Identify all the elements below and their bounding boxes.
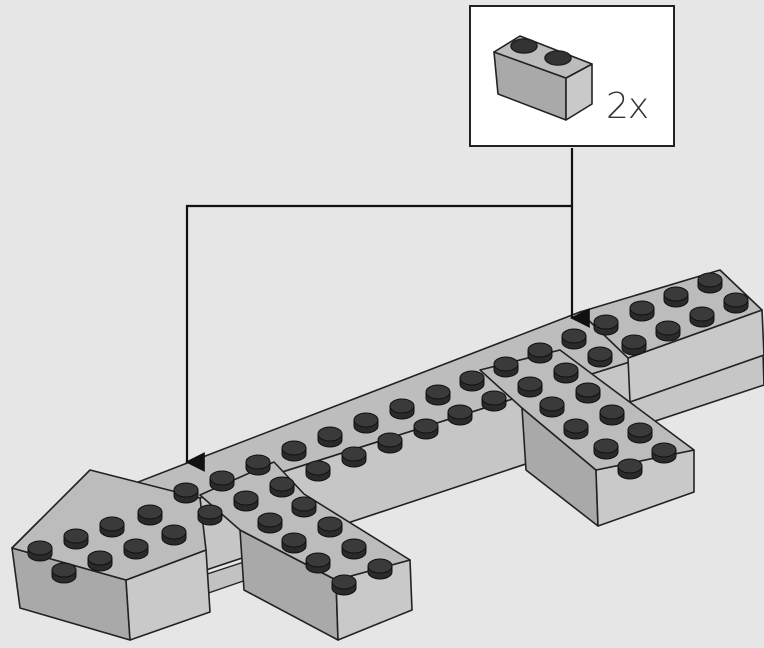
stud <box>390 399 414 419</box>
stud <box>414 419 438 439</box>
stud <box>630 301 654 321</box>
stud <box>234 491 258 511</box>
stud <box>318 427 342 447</box>
stud <box>426 385 450 405</box>
stud <box>28 541 52 561</box>
stud <box>528 343 552 363</box>
stud <box>246 455 270 475</box>
stud <box>124 539 148 559</box>
stud <box>724 293 748 313</box>
stud <box>594 315 618 335</box>
stud <box>622 335 646 355</box>
stud <box>368 559 392 579</box>
stud <box>628 423 652 443</box>
stud <box>282 441 306 461</box>
quantity-label: 2x <box>606 86 648 127</box>
stud <box>342 447 366 467</box>
stud <box>292 497 316 517</box>
stud <box>174 483 198 503</box>
stud <box>354 413 378 433</box>
stud <box>518 377 542 397</box>
stud <box>210 471 234 491</box>
stud <box>342 539 366 559</box>
stud <box>494 357 518 377</box>
stud <box>664 287 688 307</box>
stud <box>306 553 330 573</box>
stud <box>332 575 356 595</box>
stud <box>162 525 186 545</box>
stud <box>576 383 600 403</box>
stud <box>554 363 578 383</box>
stud <box>258 513 282 533</box>
stud <box>282 533 306 553</box>
stud <box>564 419 588 439</box>
stud <box>656 321 680 341</box>
stud <box>482 391 506 411</box>
stud <box>618 459 642 479</box>
stud <box>460 371 484 391</box>
stud <box>448 405 472 425</box>
stud <box>600 405 624 425</box>
stud <box>100 517 124 537</box>
stud <box>318 517 342 537</box>
stud <box>378 433 402 453</box>
stud <box>270 477 294 497</box>
stud <box>652 443 676 463</box>
stud <box>690 307 714 327</box>
stud <box>306 461 330 481</box>
stud <box>540 397 564 417</box>
stud <box>588 347 612 367</box>
stud <box>698 273 722 293</box>
stud <box>138 505 162 525</box>
stud <box>52 563 76 583</box>
stud <box>88 551 112 571</box>
stud <box>594 439 618 459</box>
stud <box>64 529 88 549</box>
stud <box>198 505 222 525</box>
stud <box>562 329 586 349</box>
